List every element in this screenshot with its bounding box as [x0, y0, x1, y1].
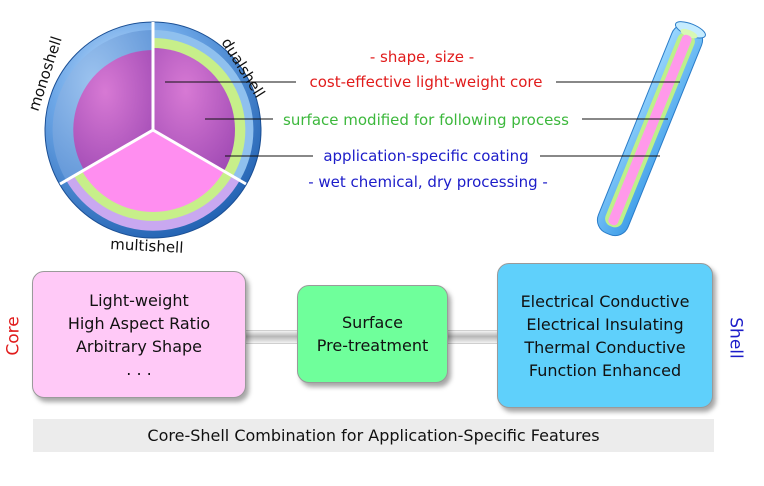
annotation-coating: application-specific coating [323, 147, 528, 165]
connector-core-surface [246, 330, 297, 344]
sphere-pink-bottom-core [82, 130, 224, 212]
core-properties-box: Light-weight High Aspect Ratio Arbitrary… [32, 271, 246, 398]
rod-green-cap [680, 28, 698, 39]
surface-pretreatment-box: Surface Pre-treatment [297, 285, 448, 383]
sector-label-multishell: multishell [110, 235, 184, 257]
core-line: Light-weight [89, 290, 189, 310]
annotation-surface: surface modified for following process [283, 111, 569, 129]
core-side-label: Core [3, 316, 24, 356]
shell-line: Electrical Insulating [526, 314, 684, 334]
connector-surface-shell [448, 330, 497, 344]
sphere-divider-left [59, 128, 154, 186]
rod-pink-core [608, 34, 692, 226]
annotation-core: cost-effective light-weight core [310, 73, 543, 91]
surface-line: Pre-treatment [316, 336, 429, 355]
shell-line: Function Enhanced [528, 360, 682, 380]
surface-line: Surface [342, 313, 403, 332]
core-shell-rod [596, 21, 706, 237]
shell-line: Thermal Conductive [524, 337, 686, 357]
annotation-processing: - wet chemical, dry processing - [308, 173, 548, 191]
shell-line: Electrical Conductive [520, 291, 690, 311]
core-line: High Aspect Ratio [67, 313, 211, 333]
caption-text: Core-Shell Combination for Application-S… [147, 426, 600, 445]
core-line: Arbitrary Shape [75, 336, 202, 356]
sphere-divider-right [152, 128, 247, 186]
core-line: . . . [126, 359, 152, 379]
caption-bar: Core-Shell Combination for Application-S… [33, 419, 714, 452]
core-shell-sphere: monoshell dualshell multishell [25, 21, 269, 257]
annotation-shape-size: - shape, size - [370, 48, 474, 66]
shell-side-label: Shell [725, 317, 746, 359]
leader-lines [165, 81, 680, 157]
shell-properties-box: Electrical Conductive Electrical Insulat… [497, 263, 713, 408]
